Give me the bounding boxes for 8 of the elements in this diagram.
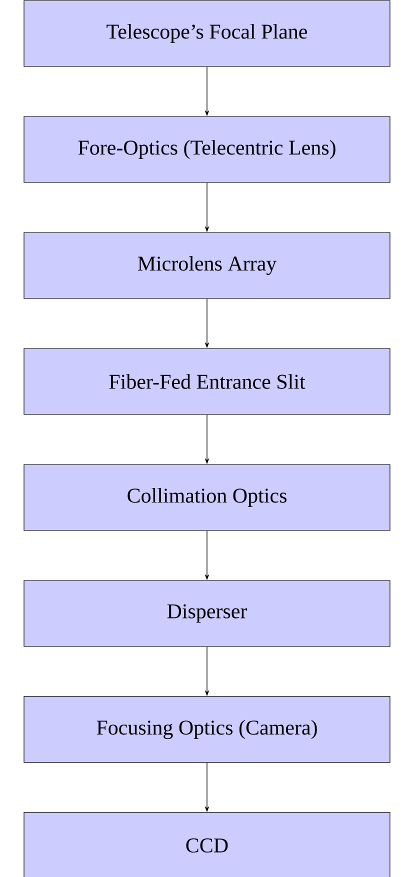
process-box: Fiber-Fed Entrance Slit xyxy=(24,348,390,415)
process-box: Collimation Optics xyxy=(24,464,390,531)
process-box: CCD xyxy=(24,812,390,877)
process-box: Focusing Optics (Camera) xyxy=(24,696,390,763)
process-box: Telescope’s Focal Plane xyxy=(24,0,390,67)
process-box: Fore-Optics (Telecentric Lens) xyxy=(24,116,390,183)
process-box: Disperser xyxy=(24,580,390,647)
process-box: Microlens Array xyxy=(24,232,390,299)
